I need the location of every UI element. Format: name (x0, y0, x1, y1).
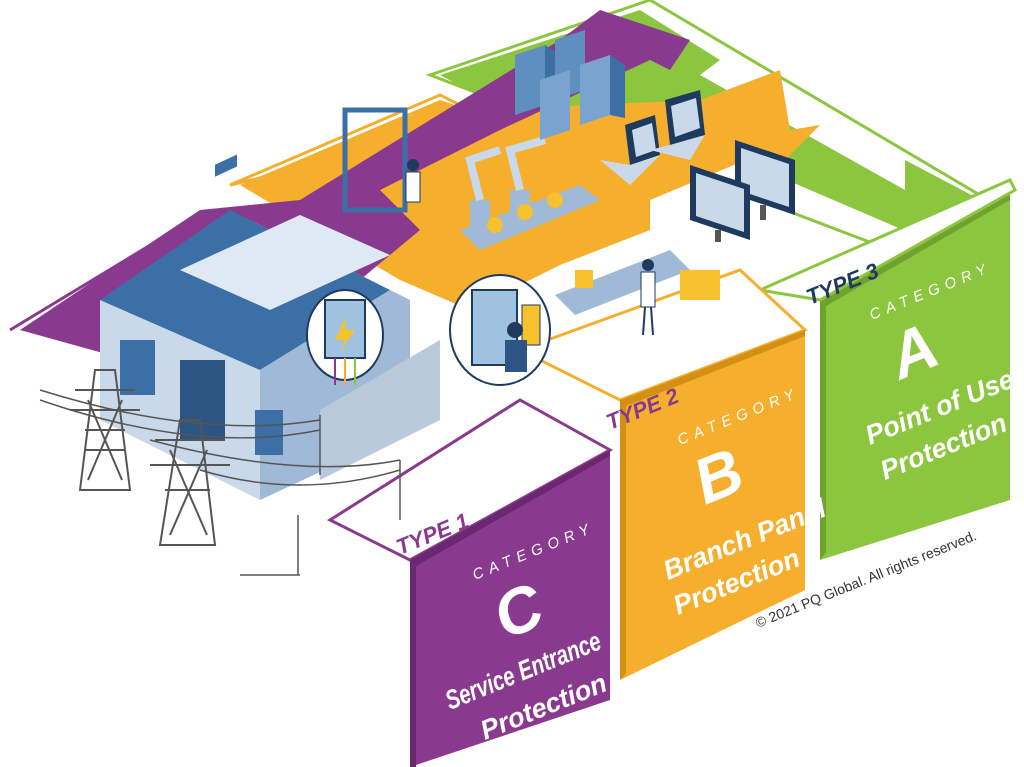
worker-icon (405, 159, 656, 336)
monitor-icon (690, 140, 795, 242)
power-tower-icon (70, 369, 230, 546)
category-b-block (516, 268, 808, 680)
power-line-icon (39, 389, 401, 576)
technician-icon (449, 274, 551, 386)
conveyor-icon (460, 185, 720, 315)
service-panel-icon (306, 289, 384, 385)
laptop-icon (600, 90, 705, 185)
category-a-block (754, 178, 1017, 560)
server-rack-icon (515, 30, 625, 140)
